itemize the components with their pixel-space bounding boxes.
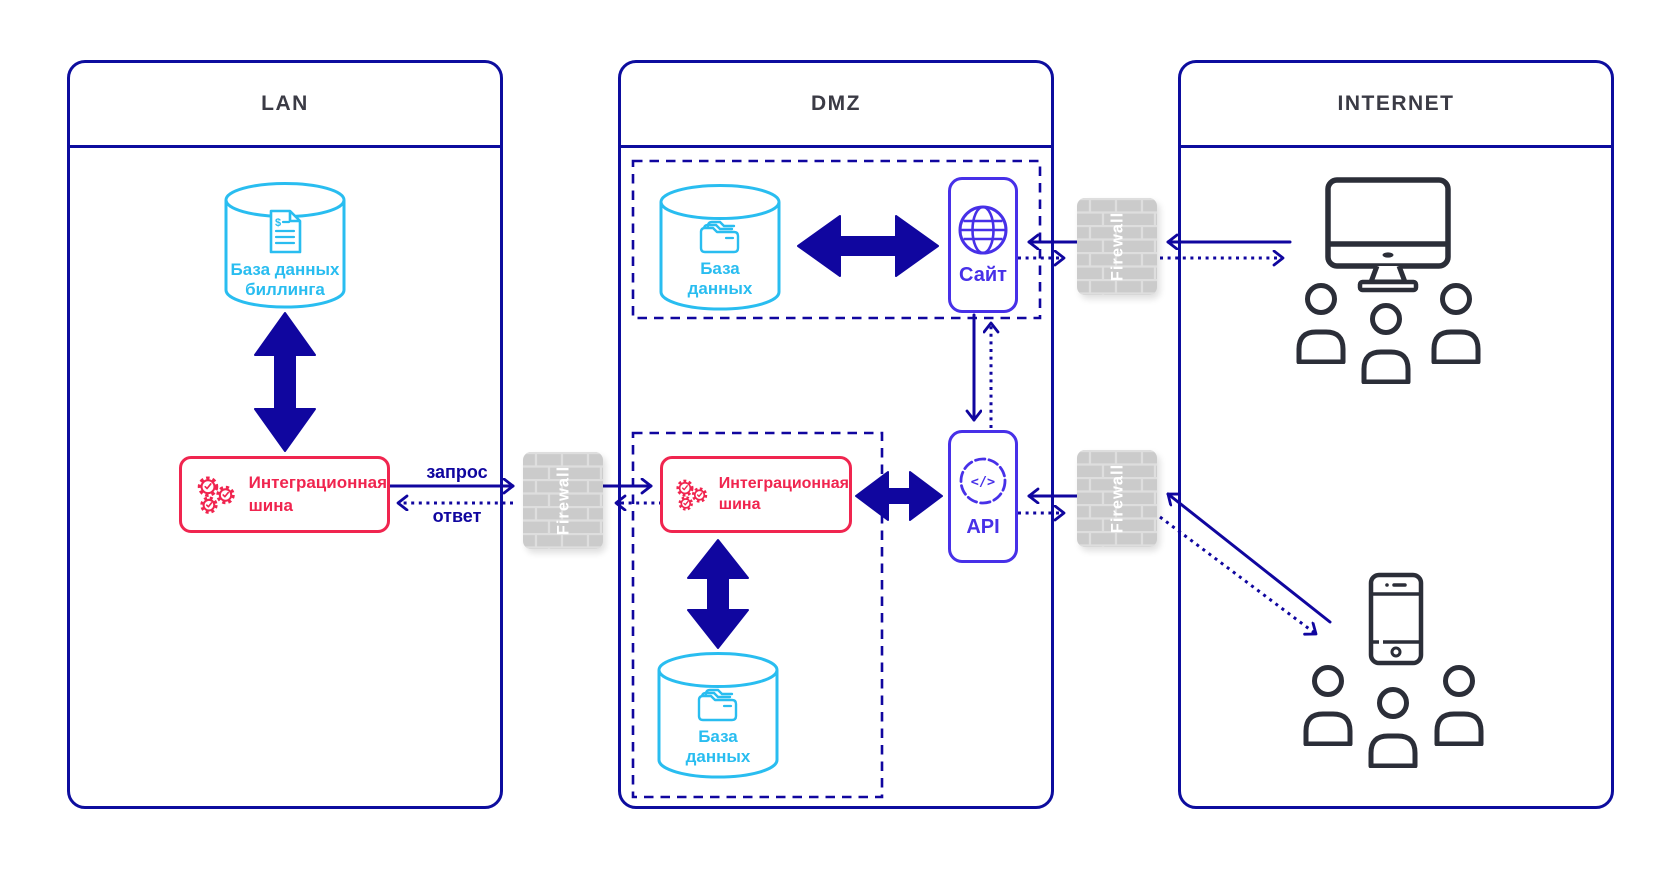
svg-text:</>: </>: [971, 474, 995, 490]
database-cylinder-icon: [657, 652, 779, 779]
globe-icon: [958, 205, 1008, 254]
firewall-icon: Firewall: [523, 452, 603, 549]
dmz-bus-database: База данных: [656, 650, 780, 780]
site-label: Сайт: [959, 263, 1007, 286]
request-label: запрос: [426, 462, 488, 482]
dmz-web-database: База данных: [658, 182, 782, 312]
user-icon: [1301, 664, 1355, 751]
database-cylinder-icon: [659, 184, 781, 311]
zone-lan-header: LAN: [70, 63, 500, 148]
firewall-internet-site: Firewall: [1077, 198, 1157, 295]
zone-internet: INTERNET: [1178, 60, 1614, 809]
user-icon: [1429, 282, 1483, 369]
api-gear-icon: </>: [959, 457, 1007, 505]
billing-database-label: База данных биллинга: [230, 260, 340, 300]
user-icon: [1294, 282, 1348, 369]
desktop-computer-icon: [1323, 176, 1453, 299]
user-icon: [1359, 302, 1413, 389]
firewall-lan-dmz: Firewall: [523, 452, 603, 549]
dmz-web-database-label: База данных: [687, 259, 753, 299]
lan-integration-bus-label: Интеграционная шина: [248, 473, 387, 515]
zone-dmz: DMZ: [618, 60, 1054, 809]
user-icon: [1366, 686, 1420, 773]
user-icon: [1432, 664, 1486, 751]
billing-database: $ База данных биллинга: [223, 180, 347, 310]
response-label: ответ: [432, 506, 482, 526]
zone-lan-title: LAN: [261, 92, 309, 115]
site-box: Сайт: [948, 177, 1018, 313]
firewall-icon: Firewall: [1077, 450, 1157, 547]
firewall-icon: Firewall: [1077, 198, 1157, 295]
dmz-integration-bus: Интеграционная шина: [660, 456, 852, 533]
gears-icon: [676, 479, 708, 511]
folders-icon: [699, 220, 740, 254]
dmz-integration-bus-label: Интеграционная шина: [718, 474, 849, 513]
mobile-phone-icon: [1368, 572, 1424, 671]
svg-text:Firewall: Firewall: [1109, 212, 1127, 281]
svg-text:$: $: [275, 217, 281, 229]
lan-integration-bus: Интеграционная шина: [179, 456, 390, 533]
svg-text:Firewall: Firewall: [555, 466, 573, 535]
zone-internet-header: INTERNET: [1181, 63, 1611, 148]
billing-document-icon: $: [269, 209, 302, 254]
folders-icon: [697, 688, 738, 722]
dmz-bus-database-label: База данных: [685, 727, 751, 767]
svg-text:Firewall: Firewall: [1109, 464, 1127, 533]
zone-dmz-title: DMZ: [811, 92, 861, 115]
zone-dmz-header: DMZ: [621, 63, 1051, 148]
database-cylinder-icon: [224, 182, 346, 309]
zone-internet-title: INTERNET: [1337, 92, 1455, 115]
zone-lan: LAN: [67, 60, 503, 809]
api-box: </> API: [948, 430, 1018, 563]
gears-icon: [197, 475, 235, 514]
api-label: API: [966, 516, 1000, 538]
firewall-internet-api: Firewall: [1077, 450, 1157, 547]
